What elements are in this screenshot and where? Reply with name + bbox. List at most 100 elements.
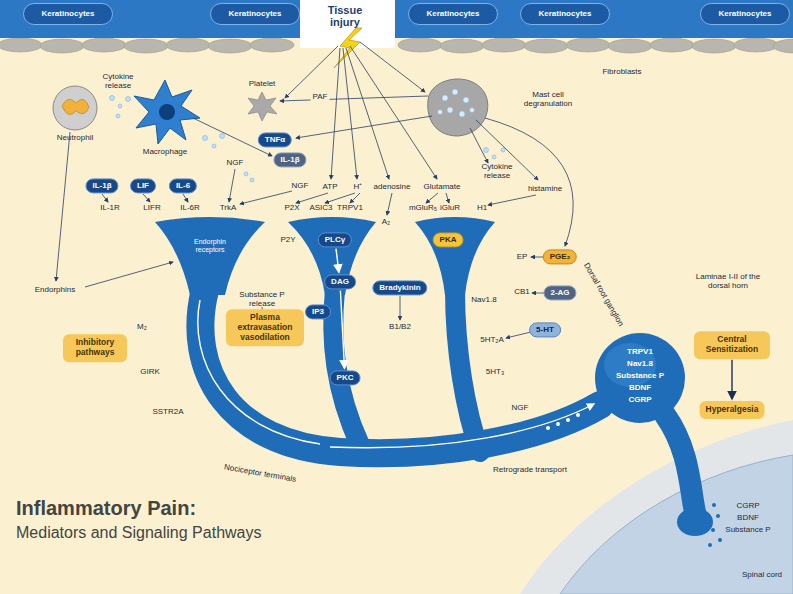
part-label: NGF — [227, 159, 244, 168]
mediator-oval: 5-HT — [529, 322, 561, 337]
platelet-cell — [248, 92, 277, 121]
part-label: CGRP — [628, 396, 651, 405]
part-label: Neutrophil — [57, 134, 93, 143]
part-label: PAF — [311, 93, 330, 102]
macrophage-cell — [134, 80, 200, 144]
part-label: Spinal cord — [742, 571, 782, 580]
part-label: Macrophage — [143, 148, 187, 157]
part-label: EP — [517, 253, 528, 262]
macrophage-nucleus — [159, 104, 175, 120]
part-label: LIFR — [143, 204, 160, 213]
part-label: Substance P — [616, 372, 664, 381]
process-box: Hyperalgesia — [700, 401, 765, 419]
part-label: IL-6R — [180, 204, 200, 213]
part-label: Endorphin receptors — [186, 238, 234, 253]
fibroblast-layer — [0, 38, 793, 53]
neutrophil-cell — [53, 86, 97, 130]
part-label: Cytokine release — [476, 163, 518, 181]
part-label: BDNF — [737, 514, 759, 523]
keratinocyte-band — [395, 0, 793, 38]
node-text: PLCγ — [325, 235, 345, 244]
part-label: 5HT₂A — [480, 336, 504, 345]
part-label: H⁺ — [354, 183, 363, 192]
nerve-terminals — [155, 217, 713, 536]
mediator-arrows — [56, 42, 573, 338]
part-label: TRPV1 — [627, 348, 653, 357]
mediator-oval: IL-1β — [273, 152, 306, 167]
mediator-oval: LIF — [130, 178, 156, 193]
mediator-oval: IP3 — [305, 304, 331, 319]
part-label: Substance P — [725, 526, 770, 535]
node-text: 2-AG — [550, 288, 569, 297]
ganglion-highlight — [604, 343, 656, 387]
node-text: IL-6 — [176, 181, 190, 190]
part-label: BDNF — [629, 384, 651, 393]
connector-arrow — [340, 291, 344, 369]
part-label: H1 — [477, 204, 487, 213]
node-text: TNFα — [265, 135, 285, 144]
part-label: CGRP — [736, 502, 759, 511]
mediator-oval: PKC — [330, 370, 361, 385]
node-text: Keratinocytes — [427, 9, 480, 18]
node-text: DAG — [331, 277, 349, 286]
part-label: NGF — [292, 182, 309, 191]
part-label: Fibroblasts — [602, 68, 641, 77]
lightning-bolt — [334, 28, 362, 68]
part-label: TRPV1 — [337, 204, 363, 213]
part-label: Glutamate — [424, 183, 461, 192]
part-label: Tissue injury — [318, 4, 373, 28]
mediator-oval: 2-AG — [543, 285, 576, 300]
dorsal-root-band — [520, 420, 793, 594]
part-label: NGF — [512, 404, 529, 413]
node-text: Inhibitory pathways — [69, 338, 121, 358]
node-text: Central Sensitization — [700, 335, 764, 355]
released-dots — [708, 503, 722, 547]
node-text: Plasma extravasation vasodilation — [232, 313, 298, 342]
node-text: Keratinocytes — [42, 9, 95, 18]
part-label: SSTR2A — [152, 408, 183, 417]
part-label: histamine — [528, 185, 562, 194]
node-text: Bradykinin — [379, 283, 420, 292]
mediator-oval: TNFα — [258, 132, 292, 147]
mediator-oval: Bradykinin — [372, 280, 427, 295]
mediator-oval: PLCγ — [318, 232, 352, 247]
node-text: Hyperalgesia — [706, 405, 759, 415]
part-label: iGluR — [440, 204, 460, 213]
diagram-caption: Mediators and Signaling Pathways — [16, 524, 261, 542]
connector-arrow — [731, 360, 732, 399]
part-label: B1/B2 — [389, 323, 411, 332]
part-label: Retrograde transport — [493, 466, 567, 475]
part-label: 5HT₃ — [486, 368, 504, 377]
process-box: Central Sensitization — [694, 331, 770, 359]
node-text: PKC — [337, 373, 354, 382]
node-text: Keratinocytes — [719, 9, 772, 18]
part-label: adenosine — [374, 183, 411, 192]
node-text: PKA — [440, 235, 457, 244]
part-label: A₂ — [382, 218, 390, 227]
part-label: Nav1.8 — [471, 296, 496, 305]
spinal-cord-region — [560, 455, 793, 594]
process-box: Inhibitory pathways — [63, 334, 127, 362]
part-label: M₂ — [137, 323, 147, 332]
node-text: PGE₂ — [550, 252, 570, 261]
part-label: Platelet — [249, 80, 276, 89]
part-label: TrkA — [220, 204, 237, 213]
part-label: P2X — [284, 204, 299, 213]
node-text: Keratinocytes — [539, 9, 592, 18]
part-label: Mast cell degranulation — [512, 91, 584, 109]
neutrophil-nucleus — [62, 99, 89, 114]
part-label: Dorsal root ganglion — [581, 262, 624, 328]
part-label: mGluR₅ — [409, 204, 437, 213]
node-text: 5-HT — [536, 325, 554, 334]
node-text: Keratinocytes — [229, 9, 282, 18]
mediator-oval: PGE₂ — [543, 249, 577, 264]
part-label: CB1 — [514, 288, 530, 297]
cell-box: Keratinocytes — [520, 3, 610, 25]
cell-box: Keratinocytes — [210, 3, 300, 25]
node-text: LIF — [137, 181, 149, 190]
part-label: Substance P release — [231, 291, 293, 309]
cell-box: Keratinocytes — [408, 3, 498, 25]
part-label: Nociceptor terminals — [223, 463, 296, 484]
